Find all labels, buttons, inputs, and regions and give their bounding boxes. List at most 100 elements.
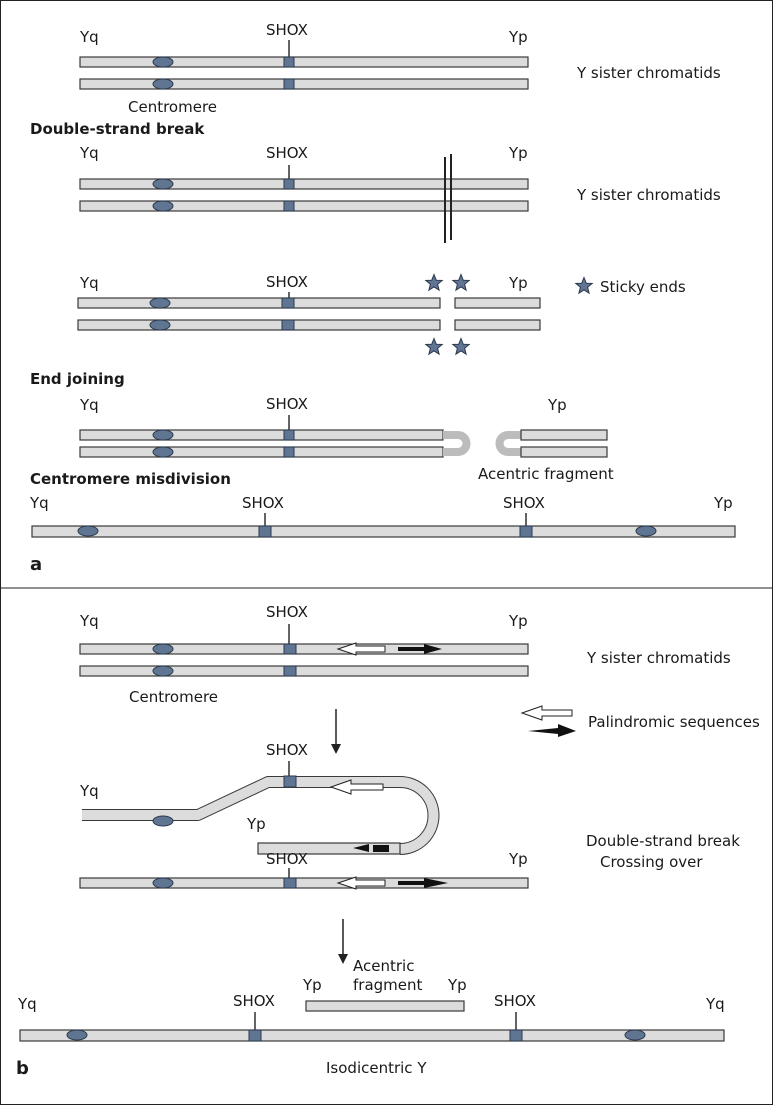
isodicentric-label: Isodicentric Y (326, 1059, 427, 1077)
hollow-arrow-icon (520, 705, 573, 721)
yp-label: Yp (508, 612, 528, 630)
shox-label: SHOX (233, 992, 275, 1010)
filled-arrow-tail (373, 845, 389, 852)
chromatid-fragment (454, 297, 541, 309)
y-sister-chromatids-label: Y sister chromatids (576, 186, 721, 204)
filled-arrow-icon (353, 844, 369, 852)
y-sister-chromatids-label: Y sister chromatids (586, 649, 731, 667)
yp-label: Yp (508, 274, 528, 292)
shox-marker (283, 200, 295, 212)
shox-marker (283, 877, 297, 889)
shox-marker (283, 446, 295, 458)
row-b-second-chromatid: SHOX Yp (79, 850, 529, 890)
centromere-marker (624, 1029, 646, 1041)
chromatid (79, 56, 529, 68)
shox-label: SHOX (266, 273, 308, 291)
centromere-label: Centromere (128, 98, 217, 116)
star-icon (425, 274, 443, 291)
shox-marker (283, 78, 295, 90)
yp-label: Yp (447, 976, 467, 994)
acentric-fragment-label: Acentric fragment (478, 465, 614, 483)
centromere-marker (152, 446, 174, 458)
centromere-marker (149, 297, 171, 309)
chromatid (79, 178, 529, 190)
shox-marker (283, 775, 297, 788)
yq-label: Yq (705, 995, 725, 1013)
yp-label: Yp (508, 144, 528, 162)
joined-end (443, 431, 471, 456)
shox-marker (283, 56, 295, 68)
shox-label: SHOX (266, 21, 308, 39)
folded-chromatid (82, 777, 400, 820)
shox-marker (283, 429, 295, 441)
acentric-label-line1: Acentric (353, 957, 414, 975)
star-icon (452, 338, 470, 355)
chromatid (79, 877, 529, 889)
chromatid-return-arm (257, 842, 401, 855)
centromere-marker (152, 78, 174, 90)
yq-label: Yq (29, 494, 49, 512)
shox-label: SHOX (242, 494, 284, 512)
star-icon (452, 274, 470, 291)
centromere-marker (152, 200, 174, 212)
acentric-label-line2: fragment (353, 976, 423, 994)
shox-marker (281, 319, 295, 331)
y-sister-chromatids-label: Y sister chromatids (576, 64, 721, 82)
row-sister-chromatids-1: Yq SHOX Yp Y sister chromatids Centromer… (79, 21, 721, 116)
legend-palindromic: Palindromic sequences (520, 705, 760, 737)
step-arrow-head (338, 954, 348, 964)
chromatid (79, 78, 529, 90)
chromatid (79, 446, 444, 458)
row-centromere-misdivision: Yq SHOX SHOX Yp (29, 494, 736, 538)
row-sticky-ends: Yq SHOX Yp Sticky ends (77, 273, 686, 355)
palindromic-sequences-label: Palindromic sequences (588, 713, 760, 731)
shox-marker (509, 1029, 523, 1042)
yq-label: Yq (79, 612, 99, 630)
shox-marker (258, 525, 272, 538)
shox-label: SHOX (266, 741, 308, 759)
centromere-marker (149, 319, 171, 331)
yp-label: Yp (547, 396, 567, 414)
row-double-strand-break: Yq SHOX Yp Y sister chromatids (79, 144, 721, 243)
acentric-fragment (305, 1000, 465, 1012)
row-b-crossing-over: SHOX Yq Yp Double-strand break Crossing … (79, 741, 740, 871)
hollow-arrow-icon (336, 642, 386, 656)
centromere-marker (66, 1029, 88, 1041)
yp-label: Yp (713, 494, 733, 512)
shox-label: SHOX (266, 144, 308, 162)
centromere-marker (77, 525, 99, 537)
step-arrow-head (331, 744, 341, 754)
shox-marker (519, 525, 533, 538)
shox-label: SHOX (266, 850, 308, 868)
yq-label: Yq (79, 396, 99, 414)
centromere-marker (152, 665, 174, 677)
panel-label-b: b (16, 1058, 29, 1079)
yq-label: Yq (79, 274, 99, 292)
centromere-marker (635, 525, 657, 537)
shox-marker (283, 665, 297, 677)
dsb-label-line1: Double-strand break (586, 832, 740, 850)
centromere-marker (152, 815, 174, 827)
dsb-label-line2: Crossing over (600, 853, 703, 871)
row-b-sister-chromatids: Yq SHOX Yp Y sister chromatids Centromer… (79, 603, 731, 706)
isochromosome (31, 525, 736, 538)
chromatid-fragment (520, 429, 608, 441)
chromatid (77, 319, 441, 331)
yp-label: Yp (246, 815, 266, 833)
centromere-marker (152, 877, 174, 889)
chromatid (79, 429, 444, 441)
centromere-marker (152, 643, 174, 655)
centromere-marker (152, 429, 174, 441)
star-icon (575, 277, 593, 294)
chromatid (77, 297, 441, 309)
chromatid (79, 643, 529, 655)
hollow-arrow-icon (329, 779, 384, 795)
sticky-ends-label: Sticky ends (600, 278, 686, 296)
shox-label: SHOX (266, 603, 308, 621)
shox-marker (281, 297, 295, 309)
shox-label: SHOX (266, 395, 308, 413)
yq-label: Yq (17, 995, 37, 1013)
yp-label: Yp (302, 976, 322, 994)
heading-double-strand-break: Double-strand break (30, 120, 205, 138)
yq-label: Yq (79, 782, 99, 800)
